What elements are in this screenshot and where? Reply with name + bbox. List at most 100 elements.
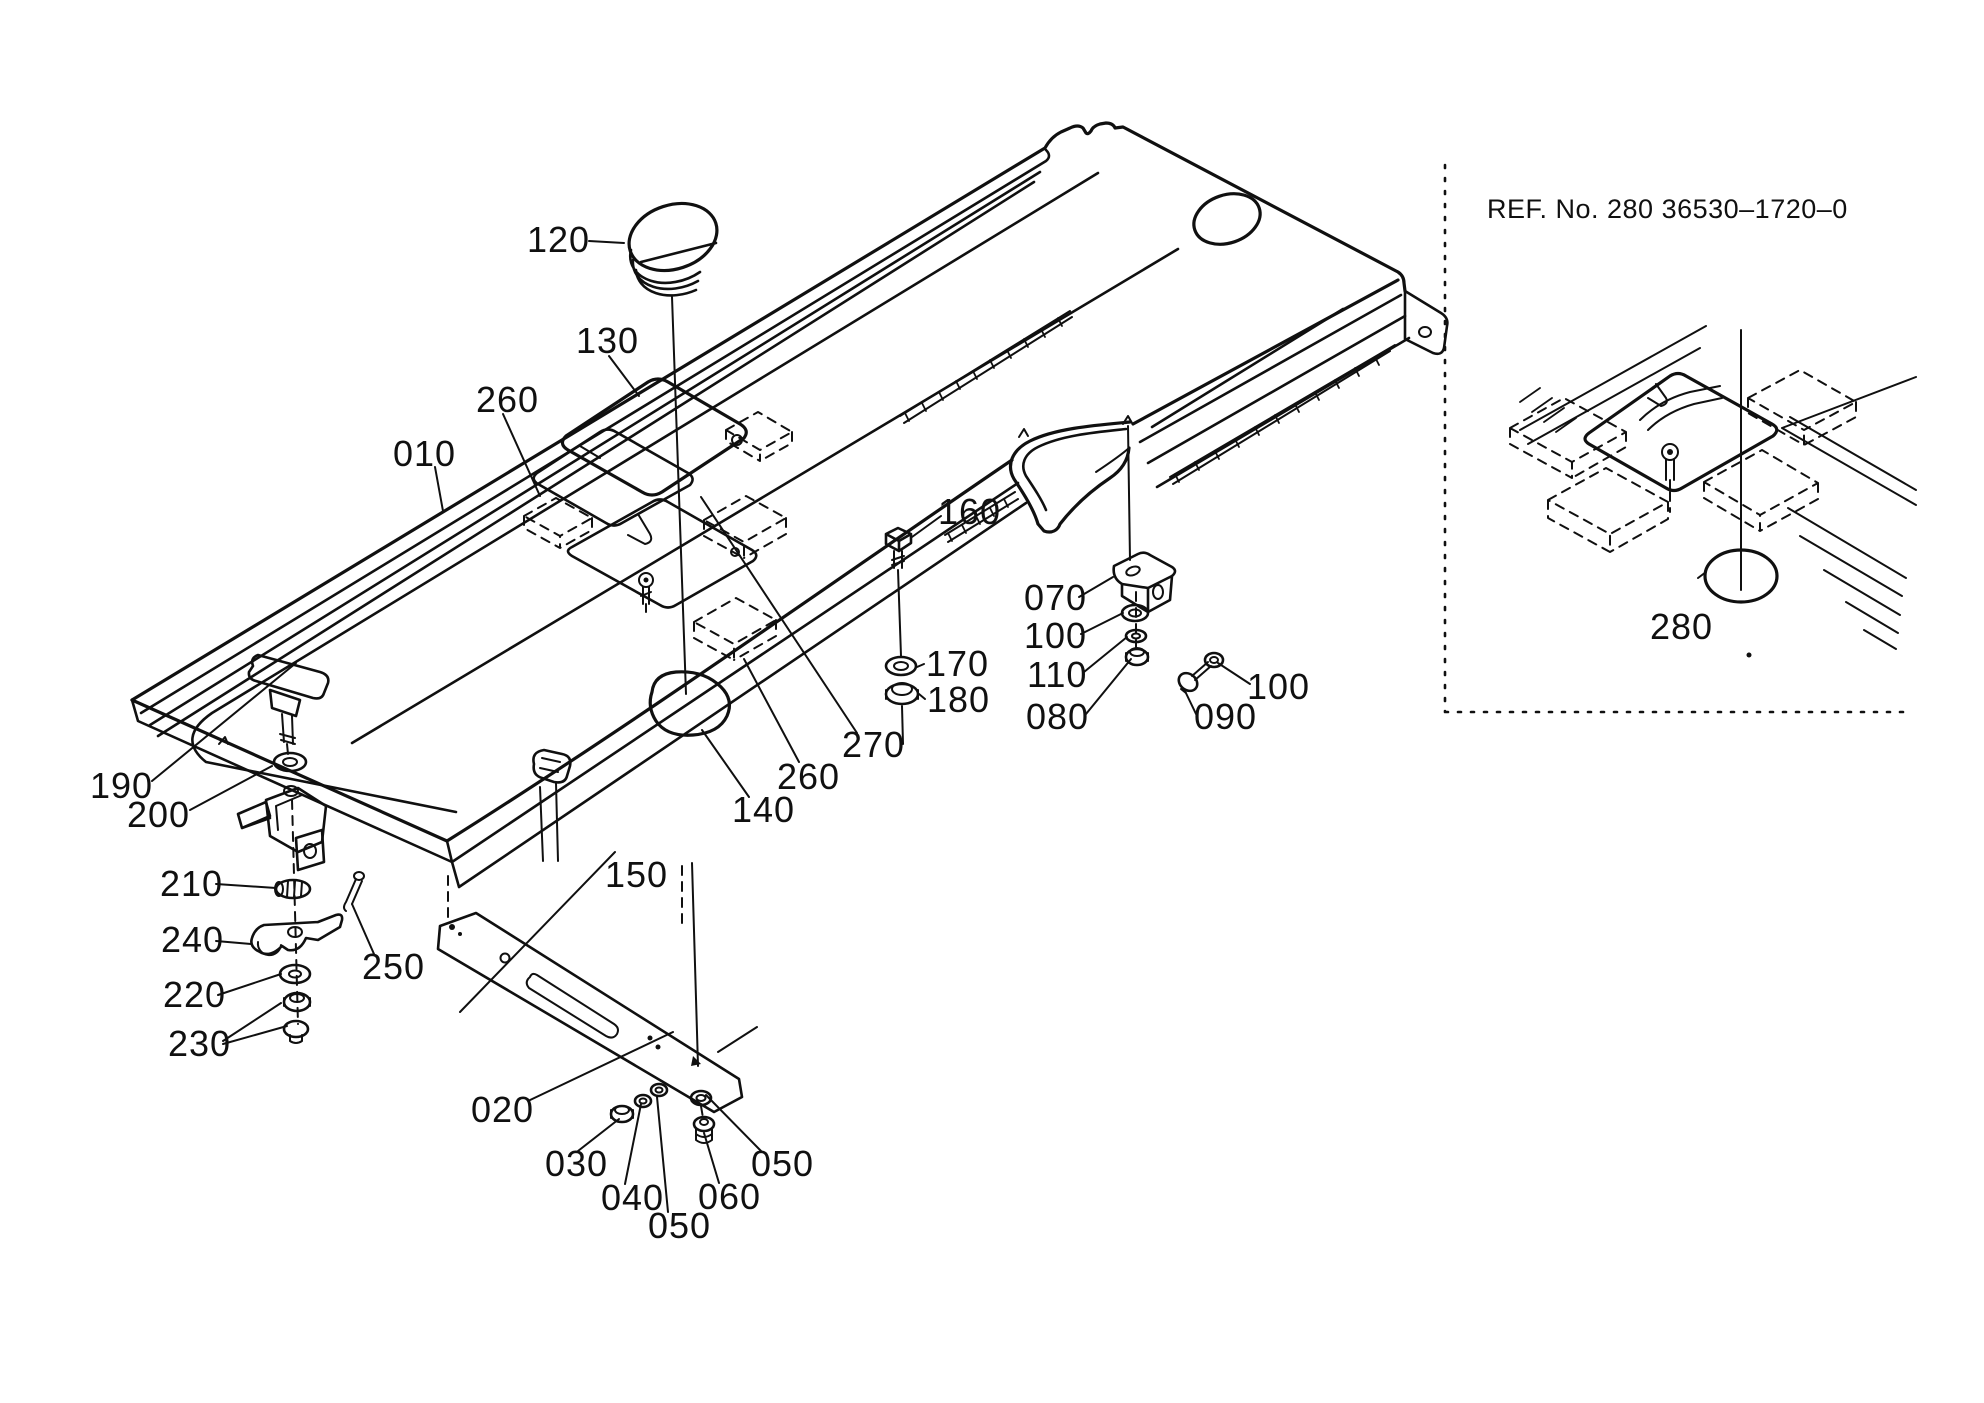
dimple-mark bbox=[218, 736, 229, 745]
leader-line bbox=[743, 658, 800, 763]
part-washer-170 bbox=[884, 655, 918, 677]
part-label-220: 220 bbox=[163, 974, 226, 1015]
part-label-270: 270 bbox=[842, 724, 905, 765]
hood-hem-line bbox=[156, 180, 1036, 738]
part-spring-210 bbox=[274, 878, 312, 900]
leader-line bbox=[1080, 612, 1124, 635]
part-bolt-060 bbox=[692, 1115, 716, 1144]
leader-line bbox=[539, 786, 544, 862]
fastener-axis bbox=[700, 1105, 704, 1119]
projection-line bbox=[901, 705, 904, 745]
leader-line bbox=[588, 240, 625, 244]
leader-line bbox=[189, 765, 273, 811]
part-clip-150 bbox=[532, 748, 572, 784]
part-label-190: 190 bbox=[90, 765, 153, 806]
part-bolt-090 bbox=[1177, 661, 1212, 694]
hood-skirt-band bbox=[450, 481, 1020, 864]
part-label-100: 100 bbox=[1024, 615, 1087, 656]
kidney-hole bbox=[648, 670, 732, 737]
part-label-050: 050 bbox=[648, 1205, 711, 1246]
leader-line bbox=[703, 1132, 720, 1184]
inset-detail: REF. No. 280 36530–1720–0 bbox=[1443, 163, 1917, 714]
part-label-260: 260 bbox=[777, 756, 840, 797]
part-washer-050-a bbox=[649, 1082, 669, 1098]
leader-line bbox=[555, 782, 559, 862]
part-washer-110 bbox=[1124, 628, 1148, 644]
part-label-050: 050 bbox=[751, 1143, 814, 1184]
inset-border bbox=[1443, 163, 1912, 714]
leader-line bbox=[151, 662, 297, 782]
tab-hole bbox=[1418, 326, 1432, 338]
hood-outline bbox=[130, 121, 1407, 702]
leader-line bbox=[351, 903, 375, 955]
part-pin-250 bbox=[343, 871, 365, 912]
part-hook-240 bbox=[250, 913, 344, 957]
cushion-blocks bbox=[523, 411, 793, 661]
leader-line bbox=[577, 1118, 620, 1152]
part-label-250: 250 bbox=[362, 946, 425, 987]
leader-line bbox=[916, 663, 925, 668]
part-label-120: 120 bbox=[527, 219, 590, 260]
inset-oval-hole bbox=[1697, 548, 1779, 604]
part-lid-130 bbox=[560, 377, 748, 497]
part-bracket-070 bbox=[1112, 551, 1177, 614]
leader-line bbox=[608, 355, 640, 397]
part-label-090: 090 bbox=[1194, 696, 1257, 737]
leader-line bbox=[215, 883, 277, 889]
leader-line bbox=[434, 466, 444, 512]
hood-skirt-band bbox=[1155, 336, 1411, 489]
stay-projection-lines bbox=[459, 851, 758, 1067]
hood-near-edge-right bbox=[1131, 278, 1400, 426]
part-label-240: 240 bbox=[161, 919, 224, 960]
leader-line bbox=[217, 973, 282, 996]
part-label-130: 130 bbox=[576, 320, 639, 361]
scoop-cutout bbox=[1008, 415, 1133, 534]
hood-inner-outline bbox=[191, 171, 1100, 814]
part-label-080: 080 bbox=[1026, 696, 1089, 737]
hood-left-face bbox=[130, 698, 454, 864]
hood-crease-line bbox=[350, 247, 1180, 745]
hood-round-hole bbox=[1192, 192, 1262, 246]
inset-frame-rails bbox=[1519, 325, 1917, 650]
leader-line bbox=[1217, 662, 1251, 685]
part-label-110: 110 bbox=[1027, 654, 1087, 695]
part-washer-200 bbox=[272, 751, 308, 797]
part-label-170: 170 bbox=[926, 643, 989, 684]
cushion-270 bbox=[703, 495, 787, 559]
hood-panel bbox=[130, 121, 1449, 889]
hood-skirt-band bbox=[1146, 314, 1407, 465]
part-label-140: 140 bbox=[732, 789, 795, 830]
bracket-projection-line bbox=[1127, 425, 1131, 561]
leader-line bbox=[705, 1094, 763, 1153]
part-label-020: 020 bbox=[471, 1089, 534, 1130]
leader-line bbox=[700, 496, 858, 734]
part-label-260: 260 bbox=[476, 379, 539, 420]
leader-line bbox=[918, 693, 926, 700]
leader-line bbox=[656, 1096, 669, 1213]
leader-line bbox=[222, 1025, 288, 1045]
part-nut-230 bbox=[282, 991, 312, 1044]
part-nut-030 bbox=[609, 1104, 635, 1124]
hood-skirt-band bbox=[450, 501, 1028, 889]
leader-line bbox=[527, 1031, 674, 1102]
part-nut-080 bbox=[1124, 647, 1150, 667]
tray-bracket bbox=[566, 498, 758, 613]
leader-line bbox=[1183, 688, 1198, 717]
hood-hem-line bbox=[148, 170, 1042, 727]
leader-line bbox=[624, 1103, 642, 1185]
hood-near-edge-left bbox=[445, 458, 1014, 843]
leader-line bbox=[1085, 658, 1132, 715]
part-washer-040 bbox=[633, 1093, 653, 1109]
leader-line bbox=[1078, 576, 1114, 598]
lid-opening bbox=[532, 428, 694, 527]
part-label-030: 030 bbox=[545, 1143, 608, 1184]
part-handle-190 bbox=[247, 653, 330, 755]
part-label-070: 070 bbox=[1024, 577, 1087, 618]
part-washer-100-right bbox=[1203, 651, 1225, 669]
part-label-010: 010 bbox=[393, 433, 456, 474]
latch-axis bbox=[291, 799, 299, 1025]
hood-inner-outline bbox=[1150, 307, 1345, 429]
hidden-lines bbox=[447, 865, 683, 927]
